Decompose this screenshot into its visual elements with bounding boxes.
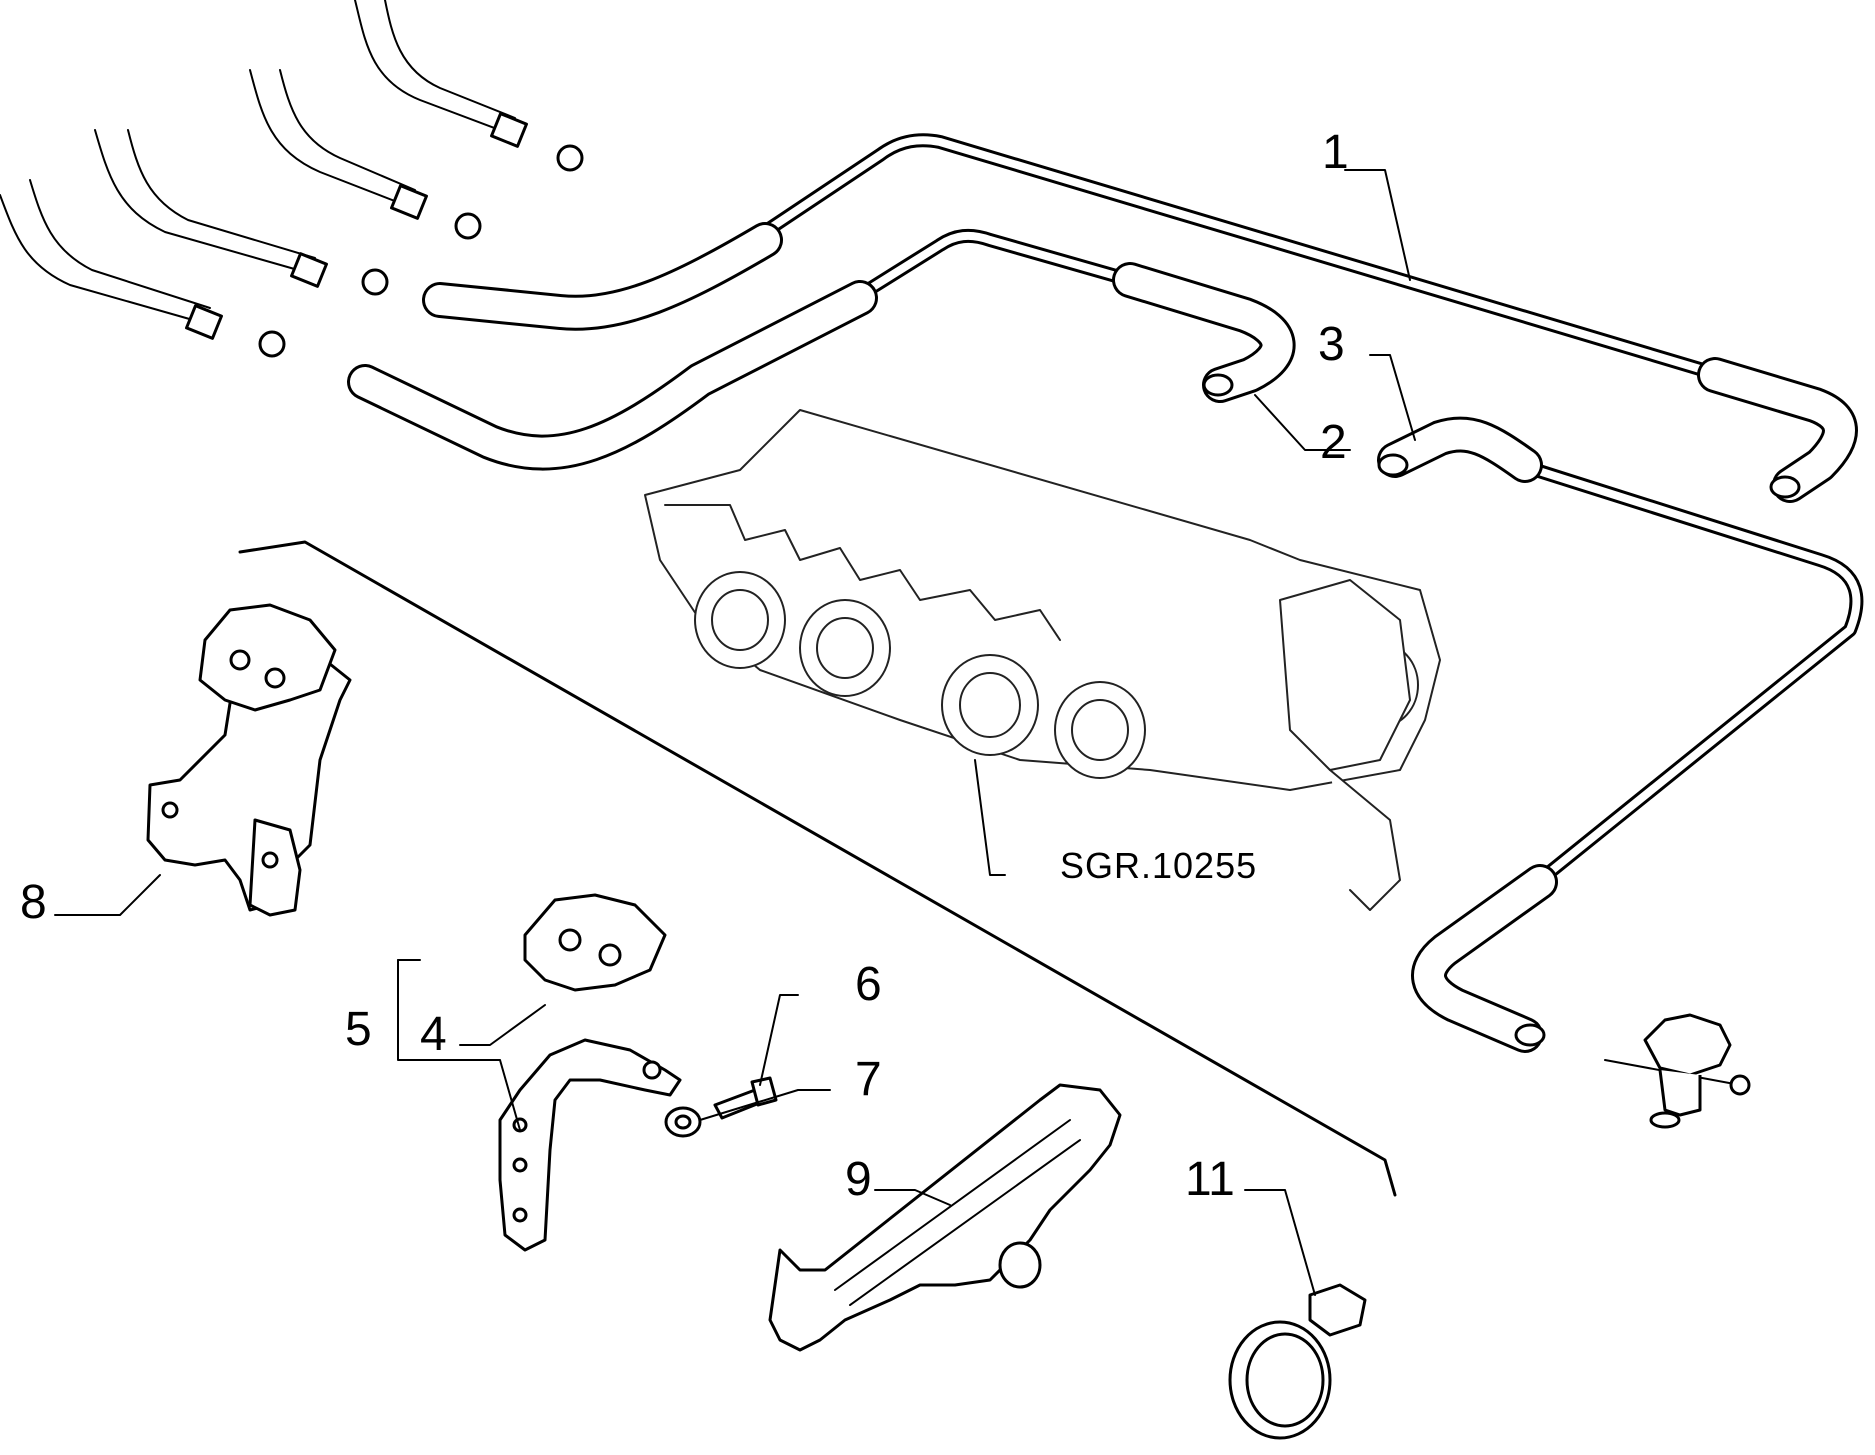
pipe-assembly-2 — [347, 228, 1296, 471]
callout-labels: 1 2 3 4 5 6 7 8 9 11 — [20, 126, 1349, 1206]
intake-manifold — [644, 409, 1441, 911]
leader-lines — [54, 169, 1416, 1296]
pipe-assembly-3 — [1377, 416, 1864, 1053]
callout-5: 5 — [345, 1003, 372, 1056]
bracket-9 — [768, 1083, 1122, 1352]
bracket-5 — [498, 1038, 682, 1252]
section-divider — [238, 540, 1397, 1197]
callout-7: 7 — [855, 1053, 882, 1106]
callout-8: 8 — [20, 876, 47, 929]
callout-6: 6 — [855, 958, 882, 1011]
clip-4 — [523, 893, 667, 992]
callout-3: 3 — [1318, 318, 1345, 371]
reference-code: SGR.10255 — [1060, 845, 1257, 886]
callout-4: 4 — [420, 1008, 447, 1061]
callout-1: 1 — [1322, 126, 1349, 179]
washer-7 — [664, 1106, 702, 1138]
bracket-with-clip-8 — [146, 603, 352, 917]
pipe-assembly-1 — [422, 133, 1858, 503]
hose-clamp-11 — [1228, 1283, 1367, 1440]
callout-9: 9 — [845, 1153, 872, 1206]
fuel-lines — [0, 0, 584, 358]
callout-2: 2 — [1320, 416, 1347, 469]
callout-11: 11 — [1185, 1153, 1235, 1206]
pressure-regulator — [1604, 1013, 1751, 1129]
